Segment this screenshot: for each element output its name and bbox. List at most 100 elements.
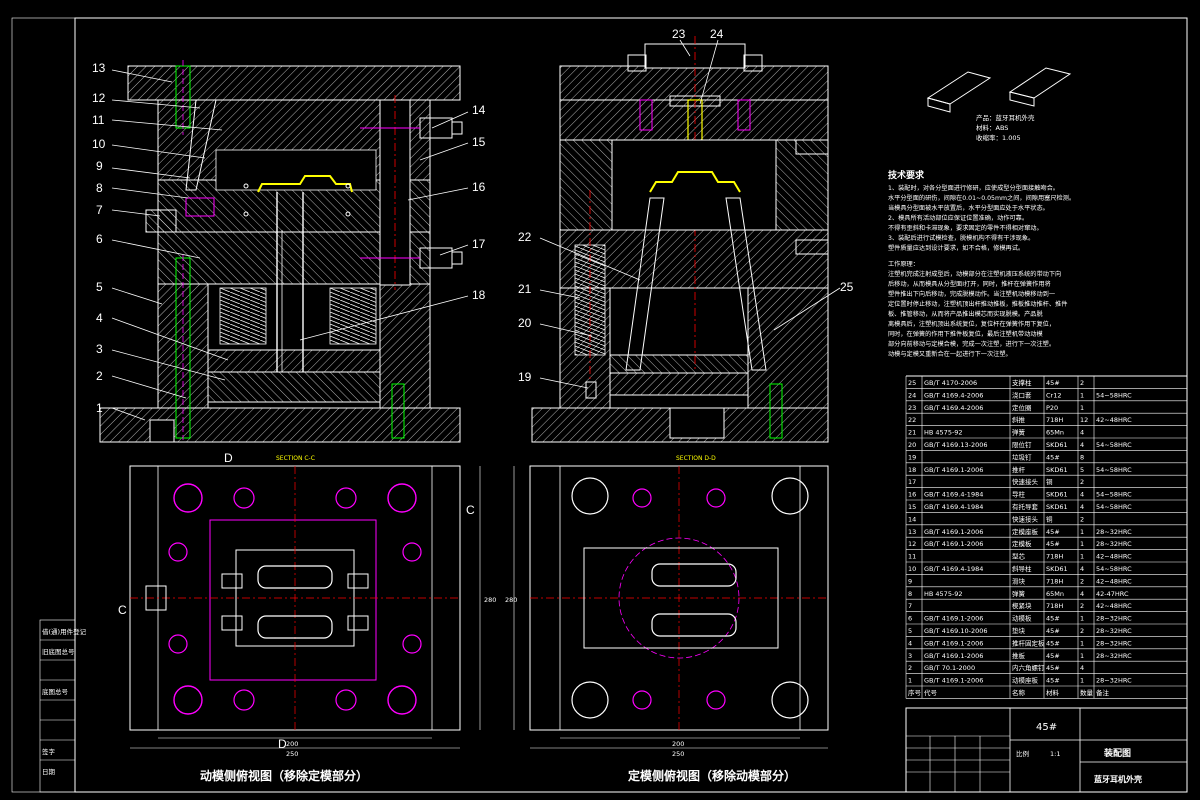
product-shrink-note: 收缩率：1.005 bbox=[976, 133, 1021, 142]
bom-cell: 42~48HRC bbox=[1096, 577, 1132, 585]
bom-cell: 23 bbox=[908, 404, 916, 412]
bom-cell: GB/T 4169.1-2006 bbox=[924, 615, 983, 623]
bom-cell: 45# bbox=[1046, 379, 1060, 387]
bom-cell: 45# bbox=[1046, 627, 1060, 635]
bom-cell: 25 bbox=[908, 379, 916, 387]
bom-cell: 型芯 bbox=[1012, 552, 1026, 561]
bom-cell: 推杆固定板 bbox=[1012, 638, 1045, 647]
tech-line: 水平分型面的研伤，间隙在0.01~0.05mm之间，间隙用塞尺检测。 bbox=[888, 194, 1075, 202]
bom-cell: 54~58HRC bbox=[1096, 441, 1132, 449]
bom-cell: 1 bbox=[1080, 652, 1084, 660]
bom-cell: 45# bbox=[1046, 615, 1060, 623]
bom-cell: 54~58HRC bbox=[1096, 565, 1132, 573]
bom-cell: 718H bbox=[1046, 416, 1063, 424]
callout-24: 24 bbox=[710, 27, 724, 41]
bom-cell: 54~58HRC bbox=[1096, 503, 1132, 511]
callout-8: 8 bbox=[96, 181, 103, 195]
mark-c-right: C bbox=[466, 503, 475, 517]
bom-cell: 42-47HRC bbox=[1096, 590, 1129, 598]
tech-line: 2、模具所有活动部位应保证位置准确，动作可靠。 bbox=[888, 214, 1028, 222]
strip-label: 底图总号 bbox=[42, 687, 69, 696]
bom-cell: 弹簧 bbox=[1012, 428, 1026, 437]
mark-d-bottom: D bbox=[278, 737, 287, 751]
bom-cell: 8 bbox=[1080, 453, 1084, 461]
callout-14: 14 bbox=[472, 103, 486, 117]
bom-cell: 2 bbox=[1080, 379, 1084, 387]
bom-cell: 54~58HRC bbox=[1096, 491, 1132, 499]
bom-cell: 28~32HRC bbox=[1096, 615, 1132, 623]
bom-cell: 动模板 bbox=[1012, 614, 1032, 623]
dim-height-left: 280 bbox=[484, 596, 496, 604]
callout-25: 25 bbox=[840, 280, 854, 294]
technical-requirements: 技术要求 1、装配时，对各分型面进行修研，应使成型分型面接触吻合。 水平分型面的… bbox=[888, 169, 1075, 358]
bom-cell: 2 bbox=[1080, 627, 1084, 635]
bom-cell: 17 bbox=[908, 478, 916, 486]
bom-cell: 弹簧 bbox=[1012, 589, 1026, 598]
bom-cell: 有托导套 bbox=[1012, 502, 1039, 511]
bom-cell: 2 bbox=[1080, 515, 1084, 523]
bom-cell: 导柱 bbox=[1012, 490, 1026, 499]
product-material-note: 材料：ABS bbox=[976, 123, 1008, 132]
bom-cell: 45# bbox=[1046, 639, 1060, 647]
work-line: 部分向前移动与定模合模，完成一次注塑，进行下一次注塑。 bbox=[888, 340, 1055, 348]
bom-cell: 4 bbox=[1080, 664, 1084, 672]
bom-cell: 45# bbox=[1046, 677, 1060, 685]
material-cell: 45# bbox=[1036, 722, 1057, 733]
bom-cell: 垫块 bbox=[1012, 626, 1026, 635]
bom-cell: 28~32HRC bbox=[1096, 627, 1132, 635]
bom-cell: 垃圾钉 bbox=[1012, 452, 1032, 461]
mark-c-left: C bbox=[118, 603, 127, 617]
bom-cell: 8 bbox=[908, 590, 912, 598]
bom-cell: 7 bbox=[908, 602, 912, 610]
bom-cell: SKD61 bbox=[1046, 491, 1068, 499]
bom-cell: 11 bbox=[908, 553, 916, 561]
bom-cell: 定位圈 bbox=[1012, 403, 1032, 412]
bom-cell: 19 bbox=[908, 453, 916, 461]
bom-cell: 3 bbox=[908, 652, 912, 660]
callout-1: 1 bbox=[96, 401, 103, 415]
front-callouts: 13 12 11 10 9 8 7 6 5 4 3 2 1 14 15 16 1… bbox=[92, 61, 486, 415]
bom-cell: 54~58HRC bbox=[1096, 466, 1132, 474]
bom-cell: 13 bbox=[908, 528, 916, 536]
callout-5: 5 bbox=[96, 280, 103, 294]
bom-cell: 2 bbox=[1080, 478, 1084, 486]
bom-cell: 45# bbox=[1046, 540, 1060, 548]
bom-cell: 42~48HRC bbox=[1096, 553, 1132, 561]
bom-cell: 54~58HRC bbox=[1096, 391, 1132, 399]
bom-cell: GB/T 4169.1-2006 bbox=[924, 540, 983, 548]
bom-cell: 支撑柱 bbox=[1012, 378, 1032, 387]
callout-2: 2 bbox=[96, 369, 103, 383]
bom-cell: GB/T 4169.4-1984 bbox=[924, 565, 983, 573]
strip-label: 旧底图总号 bbox=[42, 647, 75, 656]
bom-cell: SKD61 bbox=[1046, 565, 1068, 573]
callout-12: 12 bbox=[92, 91, 106, 105]
callout-18: 18 bbox=[472, 288, 486, 302]
bom-cell: SKD61 bbox=[1046, 466, 1068, 474]
callout-13: 13 bbox=[92, 61, 106, 75]
strip-label: 借(通)用件登记 bbox=[42, 627, 87, 636]
callout-4: 4 bbox=[96, 311, 103, 325]
bom-cell: 18 bbox=[908, 466, 916, 474]
work-line: 后移动，从而模具从分型面I打开，同时，推杆在弹簧作用将 bbox=[888, 280, 1051, 288]
tech-line: 不得有歪斜和卡滞现象，要求固定的零件不得相对窜动。 bbox=[888, 224, 1043, 232]
bom-cell: 1 bbox=[1080, 404, 1084, 412]
bom-cell: 4 bbox=[1080, 503, 1084, 511]
bom-cell: 14 bbox=[908, 515, 916, 523]
callout-17: 17 bbox=[472, 237, 486, 251]
bom-cell: 浇口套 bbox=[1012, 390, 1032, 399]
bom-cell: 15 bbox=[908, 503, 916, 511]
work-line: 板、推管移动，从而将产品推出模芯而实现脱模。产品脱 bbox=[888, 310, 1043, 318]
mark-d-top: D bbox=[224, 451, 233, 465]
bom-cell: 45# bbox=[1046, 664, 1060, 672]
bom-cell: 718H bbox=[1046, 577, 1063, 585]
scale-value: 1:1 bbox=[1050, 750, 1060, 758]
front-section-view bbox=[99, 60, 463, 443]
bom-cell: 斜推 bbox=[1012, 415, 1026, 424]
bom-cell: GB/T 4169.1-2006 bbox=[924, 466, 983, 474]
plan-view-left: 200 250 280 SECTION C-C D D C C 动模侧俯视图（移… bbox=[118, 451, 496, 783]
bom-cell: 4 bbox=[1080, 565, 1084, 573]
bom-cell: 1 bbox=[1080, 639, 1084, 647]
callout-9: 9 bbox=[96, 159, 103, 173]
side-leaders bbox=[539, 39, 841, 389]
